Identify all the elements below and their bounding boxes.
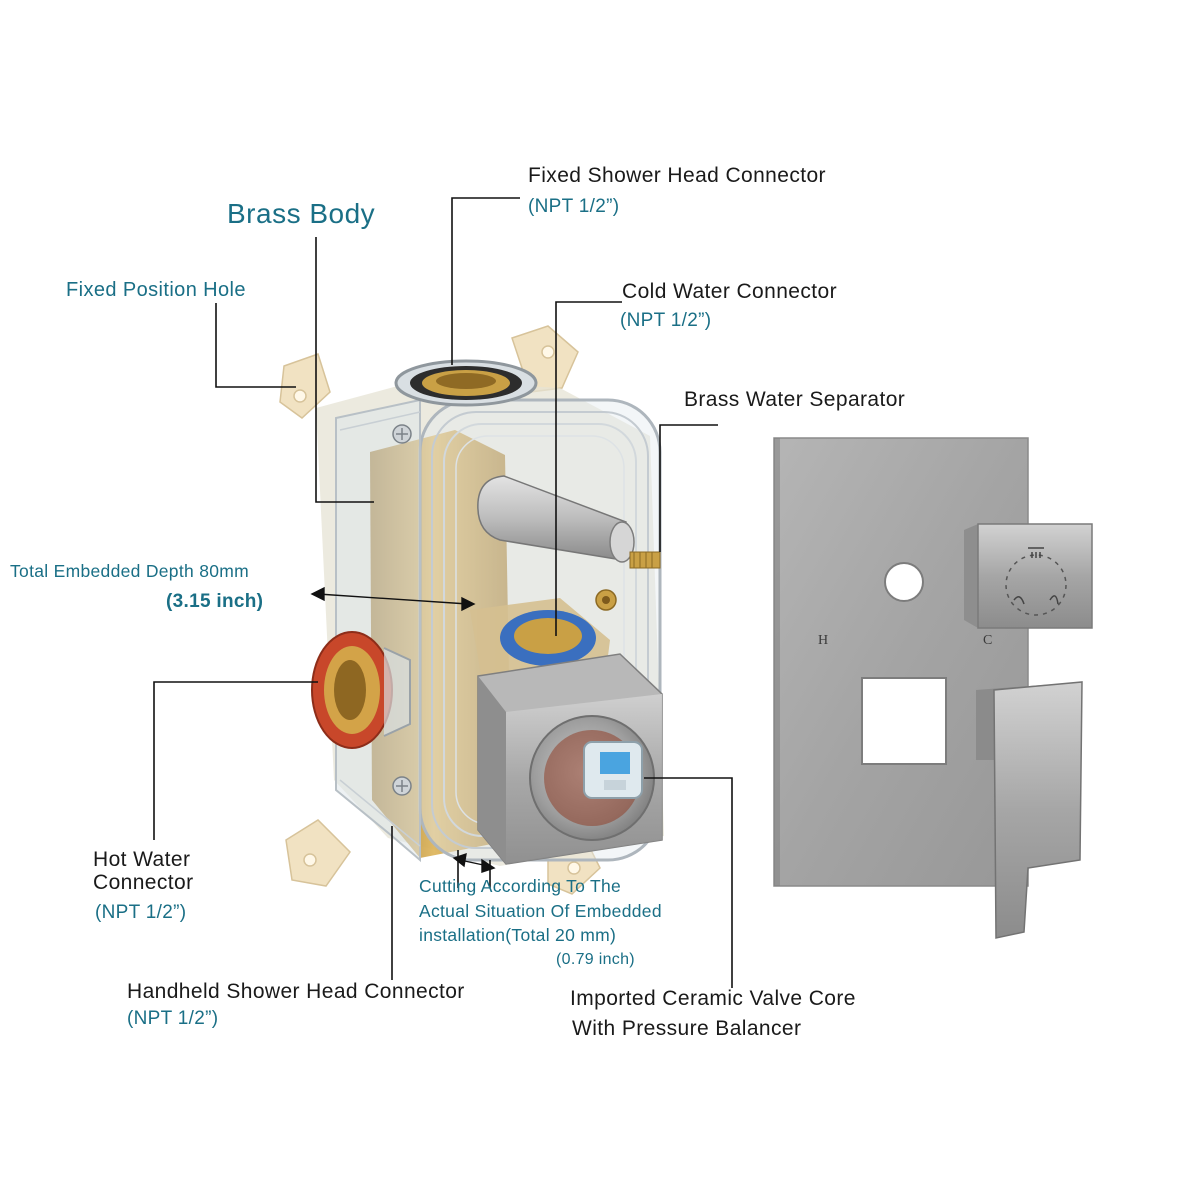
label-brass-water-separator: Brass Water Separator [684,388,906,411]
label-valve-core-line2: With Pressure Balancer [572,1017,802,1040]
leader-valve-core [644,777,733,988]
label-hot-water-line2: Connector [93,871,194,894]
plate-mark-cold: C [983,633,993,648]
label-valve-core-line1: Imported Ceramic Valve Core [570,987,856,1010]
label-fixed-shower-head: Fixed Shower Head Connector [528,164,826,187]
diverter-knob [964,523,1093,629]
label-fixed-position-hole: Fixed Position Hole [66,279,246,301]
label-embedded-depth-inch: (3.15 inch) [166,591,264,612]
label-hot-water-line1: Hot Water [93,848,191,871]
spec-hot-water: (NPT 1/2”) [95,902,187,923]
label-cutting-line3: installation(Total 20 mm) [419,925,617,945]
cutting-dimension-arrow [452,852,496,873]
brass-water-separator [477,475,661,611]
depth-dimension-arrow [310,586,476,612]
leader-brass-body [315,237,374,503]
cold-water-inlet [500,610,596,666]
leader-brass-separator [659,424,718,552]
leader-lines [153,197,733,988]
valve-cap [477,653,663,865]
housing-screws [392,424,412,796]
lever-handle [976,681,1083,939]
top-outlet [394,359,538,407]
label-cutting-line1: Cutting According To The [419,876,622,896]
leader-fixed-position-hole [215,303,296,388]
spec-handheld-shower-head: (NPT 1/2”) [127,1008,219,1029]
label-embedded-depth: Total Embedded Depth 80mm [10,561,250,581]
label-cutting-inch: (0.79 inch) [556,951,635,968]
hot-water-inlet [311,631,411,749]
leader-cold-water [555,301,622,636]
spec-fixed-shower-head: (NPT 1/2”) [528,196,620,217]
label-handheld-shower-head: Handheld Shower Head Connector [127,980,465,1003]
trim-plate [773,437,1093,939]
spec-cold-water: (NPT 1/2”) [620,310,712,331]
leader-hot-water [153,681,318,840]
label-cold-water: Cold Water Connector [622,280,837,303]
plate-mark-hot: H [818,633,829,648]
label-cutting-line2: Actual Situation Of Embedded [419,901,662,921]
valve-body [279,325,664,895]
leader-fixed-shower-head [451,197,520,365]
label-brass-body: Brass Body [227,198,376,229]
